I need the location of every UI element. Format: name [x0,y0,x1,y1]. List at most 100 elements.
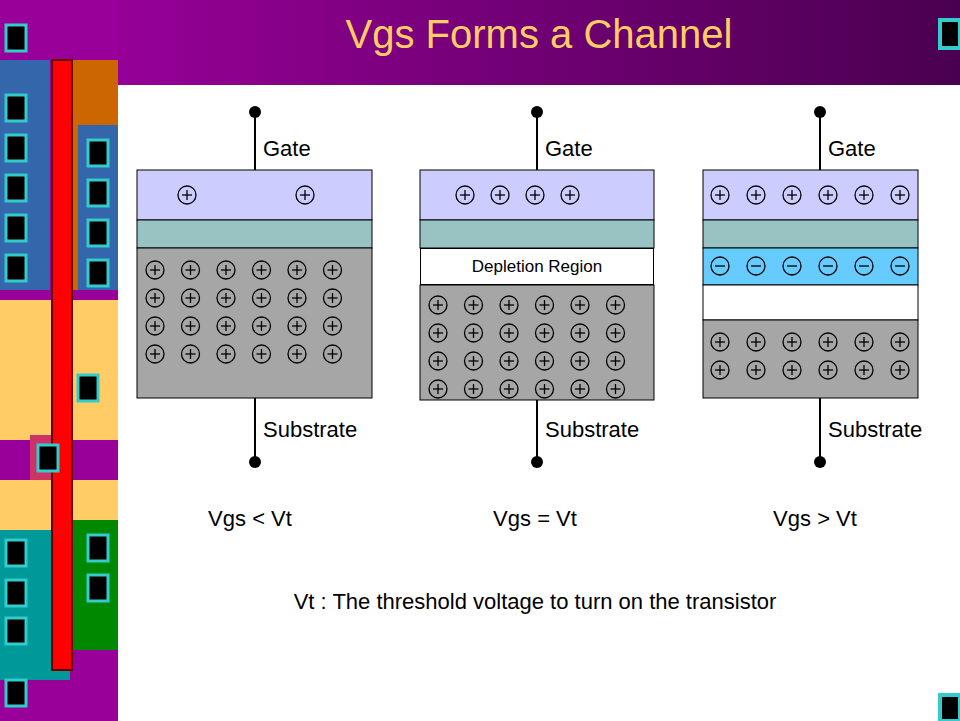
positive-charge [288,317,306,335]
terminal-label: Substrate [828,418,922,442]
charge-stroke [579,384,580,394]
positive-charge [465,352,483,370]
positive-charge [465,324,483,342]
charge-stroke [827,190,828,200]
positive-charge [747,186,765,204]
positive-charge [146,317,164,335]
charge-stroke [579,356,580,366]
positive-charge [324,289,342,307]
electron-charge [891,257,909,275]
positive-charge [253,317,271,335]
electron-charge [819,257,837,275]
charge-stroke [755,365,756,375]
positive-charge [324,317,342,335]
positive-charge [571,380,589,398]
positive-charge [711,186,729,204]
charge-stroke [755,337,756,347]
positive-charge [747,333,765,351]
charge-stroke [190,349,191,359]
charge-stroke [615,356,616,366]
charge-stroke [464,190,465,200]
charge-stroke [332,265,333,275]
positive-charge [571,352,589,370]
positive-charge [465,296,483,314]
charge-stroke [154,265,155,275]
positive-charge [855,186,873,204]
positive-charge [429,324,447,342]
charge-stroke [544,356,545,366]
charge-stroke [437,300,438,310]
positive-charge [783,361,801,379]
charge-stroke [225,349,226,359]
positive-charge [500,352,518,370]
charge-stroke [544,328,545,338]
positive-charge [182,317,200,335]
charge-stroke [473,384,474,394]
charge-stroke [755,190,756,200]
positive-charge [182,261,200,279]
positive-charge [819,333,837,351]
charge-stroke [225,321,226,331]
positive-charge [324,345,342,363]
positive-charge [607,380,625,398]
charge-stroke [296,293,297,303]
terminal-label: Substrate [545,418,639,442]
charge-stroke [473,300,474,310]
positive-charge [429,296,447,314]
positive-charge [783,333,801,351]
positive-charge [891,186,909,204]
charge-stroke [791,365,792,375]
charge-stroke [508,328,509,338]
charge-stroke [863,190,864,200]
charge-stroke [261,293,262,303]
positive-charge [891,361,909,379]
positive-charge [536,352,554,370]
charge-stroke [225,265,226,275]
electron-charge [747,257,765,275]
positive-charge [536,296,554,314]
charge-stroke [296,265,297,275]
region-label: Depletion Region [472,257,602,277]
positive-charge [607,352,625,370]
charge-stroke [473,356,474,366]
positive-charge [182,289,200,307]
condition-label: Vgs < Vt [208,507,292,531]
slide-title: Vgs Forms a Channel [118,12,960,57]
positive-charge [217,289,235,307]
charge-stroke [615,300,616,310]
positive-charge [607,296,625,314]
terminal-label: Gate [263,137,311,161]
charge-stroke [787,265,797,266]
charge-stroke [544,384,545,394]
positive-charge [429,352,447,370]
positive-charge [855,361,873,379]
terminal-label: Substrate [263,418,357,442]
charge-stroke [154,349,155,359]
charge-stroke [579,328,580,338]
charge-stroke [190,321,191,331]
positive-charge [747,361,765,379]
positive-charge [891,333,909,351]
charge-stroke [304,190,305,200]
charge-stroke [261,321,262,331]
positive-charge [855,333,873,351]
positive-charge [253,289,271,307]
charge-stroke [615,328,616,338]
positive-charge [571,324,589,342]
charge-stroke [154,321,155,331]
positive-charge [288,345,306,363]
charge-stroke [719,365,720,375]
charge-stroke [899,365,900,375]
positive-charge [526,186,544,204]
charge-stroke [544,300,545,310]
positive-charge [178,186,196,204]
positive-charge [296,186,314,204]
charge-stroke [296,349,297,359]
positive-charge [288,289,306,307]
charge-stroke [190,265,191,275]
positive-charge [429,380,447,398]
charge-stroke [261,265,262,275]
positive-charge [500,296,518,314]
positive-charge [288,261,306,279]
